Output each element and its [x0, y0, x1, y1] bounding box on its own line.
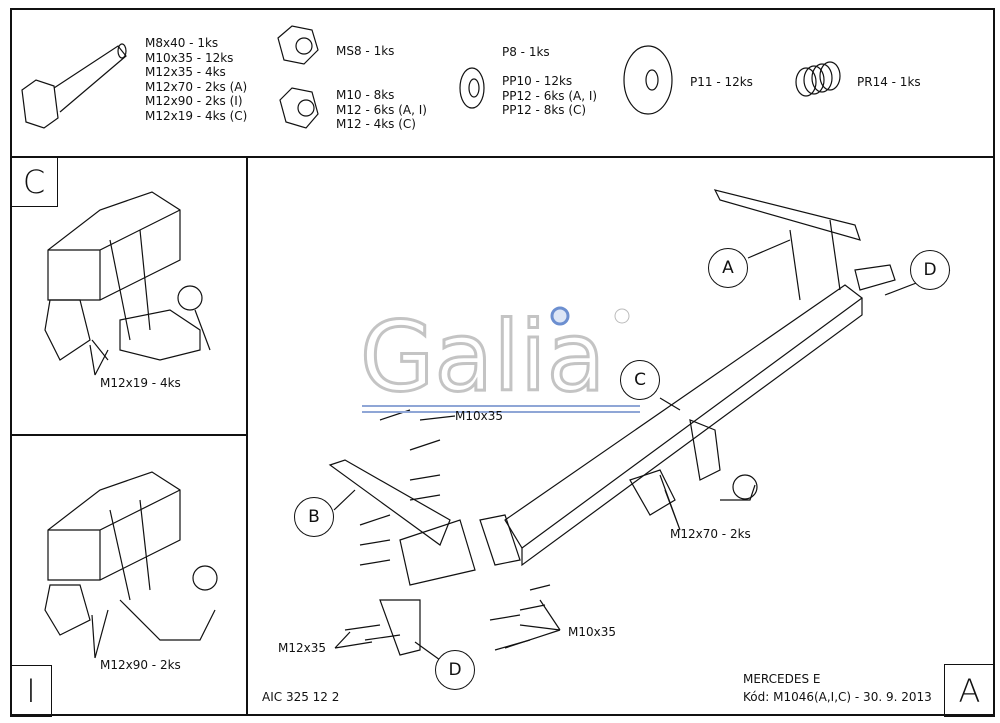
nut-item: M12 - 4ks (C): [336, 117, 416, 131]
washer-large-icon: [623, 45, 673, 115]
washer-item: PP10 - 12ks: [502, 74, 573, 88]
nut-list: M10 - 8ks M12 - 6ks (A, I) M12 - 4ks (C): [336, 88, 427, 132]
callout-d-bottom: D: [435, 650, 475, 690]
label-m10x35-top: M10x35: [455, 409, 503, 423]
lock-nut-icon: [277, 25, 319, 65]
variant-a-letter: A: [944, 664, 995, 717]
column-divider: [246, 156, 248, 716]
crossbar-drawing: [328, 189, 951, 661]
drawing-code: AIC 325 12 2: [262, 690, 340, 704]
callout-d-top: D: [910, 250, 950, 290]
bolt-item: M12x70 - 2ks (A): [145, 79, 248, 94]
vehicle-name: MERCEDES E: [743, 672, 821, 686]
nut-item: M10 - 8ks: [336, 88, 395, 102]
variant-c-drawing: [44, 191, 211, 376]
callout-b: B: [294, 497, 334, 537]
nut-item: M12 - 6ks (A, I): [336, 102, 427, 117]
washer-small-icon: [459, 67, 485, 109]
bolt-item: M8x40 - 1ks: [145, 36, 219, 50]
variant-i-drawing: [44, 471, 218, 659]
parts-divider: [10, 156, 995, 158]
variant-c-callout: M12x19 - 4ks: [100, 376, 181, 390]
label-m12x35: M12x35: [278, 641, 326, 655]
callout-a: A: [708, 248, 748, 288]
variant-i-letter: I: [10, 665, 52, 717]
product-code: Kód: M1046(A,I,C) - 30. 9. 2013: [743, 690, 932, 704]
label-m12x70: M12x70 - 2ks: [670, 527, 751, 541]
washer-p8-label: P8 - 1ks: [502, 45, 550, 59]
variant-c-letter: C: [10, 157, 58, 207]
spring-washer-label: PR14 - 1ks: [857, 75, 921, 89]
bolt-item: M10x35 - 12ks: [145, 50, 234, 65]
galia-logo: Galia: [359, 300, 640, 415]
bolt-list: M8x40 - 1ks M10x35 - 12ks M12x35 - 4ks M…: [145, 36, 247, 123]
callout-c: C: [620, 360, 660, 400]
nut-icon: [279, 87, 319, 129]
bolt-item: M12x35 - 4ks: [145, 65, 226, 79]
label-m10x35-bottom: M10x35: [568, 625, 616, 639]
bolt-icon: [21, 43, 127, 129]
spring-washer-icon: [795, 61, 841, 97]
bolt-item: M12x90 - 2ks (I): [145, 94, 243, 108]
lock-nut-label: MS8 - 1ks: [336, 44, 395, 58]
bolt-item: M12x19 - 4ks (C): [145, 108, 248, 123]
variant-divider: [10, 434, 247, 436]
washer-large-label: P11 - 12ks: [690, 75, 753, 89]
variant-i-callout: M12x90 - 2ks: [100, 658, 181, 672]
washer-item: PP12 - 8ks (C): [502, 103, 587, 117]
drawing-frame: [10, 8, 995, 716]
washer-item: PP12 - 6ks (A, I): [502, 88, 598, 103]
washer-list: PP10 - 12ks PP12 - 6ks (A, I) PP12 - 8ks…: [502, 74, 597, 118]
